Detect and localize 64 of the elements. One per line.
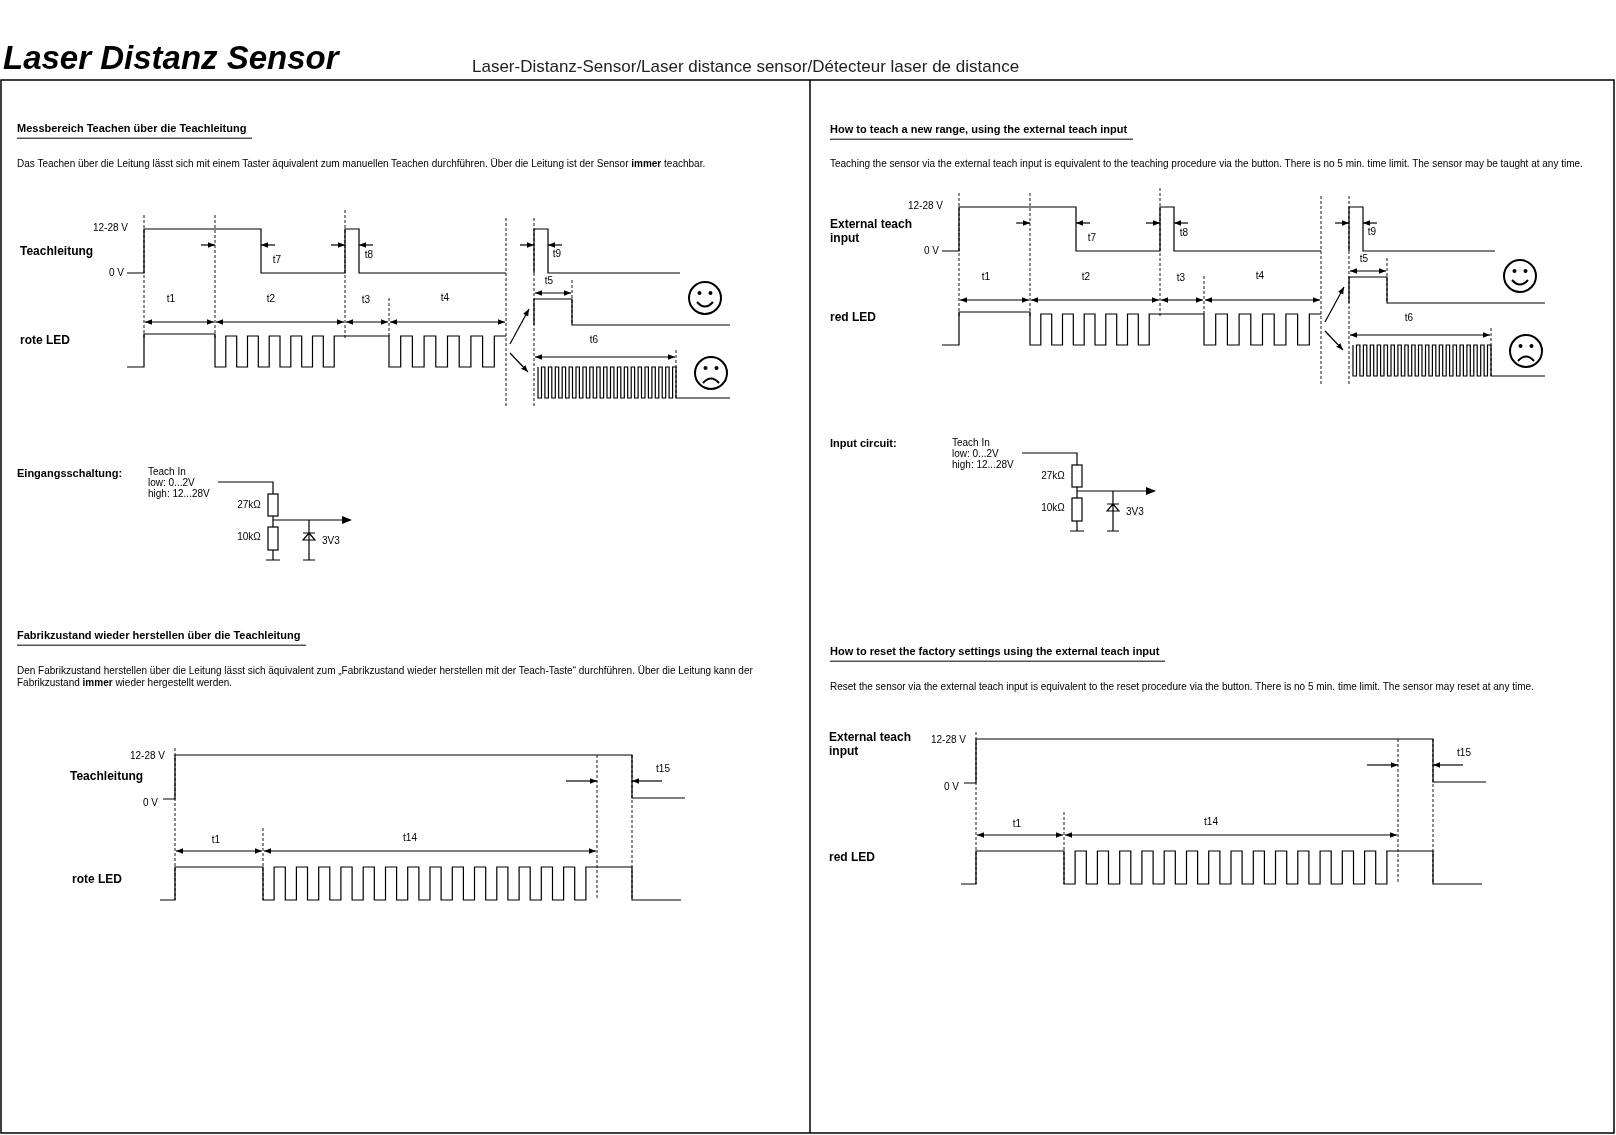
diode-label: 3V3 [322, 535, 340, 547]
input-note: Teach In [148, 466, 186, 478]
page-title: Laser Distanz Sensor [3, 39, 339, 77]
diode-label: 3V3 [1126, 506, 1144, 518]
resistor-value: 10kΩ [1041, 502, 1065, 514]
timing-label: t9 [552, 248, 562, 260]
signal-name: rote LED [72, 873, 123, 887]
resistor-value: 27kΩ [237, 499, 261, 511]
circuit-heading: Input circuit: [830, 436, 897, 450]
input-note: low: 0...2V [148, 477, 195, 489]
timing-label: t2 [266, 293, 276, 305]
voltage-label: 0 V [944, 781, 959, 793]
resistor-value: 27kΩ [1041, 470, 1065, 482]
paragraph: Reset the sensor via the external teach input is equivalent to the reset procedure via the button. There is no 5 min. time limit. The sensor may reset at any time. [830, 681, 1535, 693]
signal-name: red LED [830, 311, 877, 325]
section-heading: How to teach a new range, using the external teach input [830, 122, 1134, 140]
voltage-label: 12-28 V [907, 200, 943, 212]
timing-label: t5 [544, 275, 554, 287]
circuit-heading: Eingangsschaltung: [17, 466, 123, 480]
timing-label: t1 [211, 834, 221, 846]
signal-name: External teach input [829, 731, 913, 759]
timing-label: t14 [1204, 816, 1218, 828]
input-note: high: 12...28V [148, 488, 210, 500]
input-note: high: 12...28V [952, 459, 1014, 471]
paragraph: Teaching the sensor via the external teach input is equivalent to the teaching procedure via the button. There is no 5 min. time limit. The sensor may be taught at any time. [830, 158, 1584, 170]
paragraph: Den Fabrikzustand herstellen über die Leitung lässt sich äquivalent zum „Fabrikzustand wieder herstellen mit der Teach-Taste“ durchführen. Über die Leitung kann der Fabrikzustand immer wieder hergestellt werden. [17, 665, 754, 689]
timing-label: t9 [1367, 226, 1377, 238]
signal-name: Teachleitung [20, 245, 95, 259]
timing-label: t8 [1179, 227, 1189, 239]
timing-label: t4 [440, 292, 450, 304]
voltage-label: 0 V [924, 245, 939, 257]
input-note: Teach In [952, 437, 990, 449]
timing-label: t7 [272, 254, 282, 266]
timing-label: t6 [589, 334, 599, 346]
signal-name: rote LED [20, 334, 71, 348]
voltage-label: 0 V [143, 797, 158, 809]
voltage-label: 12-28 V [129, 750, 165, 762]
voltage-label: 12-28 V [92, 222, 128, 234]
timing-label: t3 [1176, 272, 1186, 284]
timing-label: t6 [1404, 312, 1414, 324]
timing-label: t5 [1359, 253, 1369, 265]
timing-label: t8 [364, 249, 374, 261]
paragraph: Das Teachen über die Leitung lässt sich mit einem Taster äquivalent zum manuellen Teachen durchführen. Über die Leitung ist der Sensor immer teachbar. [17, 158, 707, 170]
timing-label: t15 [1457, 747, 1471, 759]
voltage-label: 12-28 V [930, 734, 966, 746]
input-note: low: 0...2V [952, 448, 999, 460]
timing-label: t4 [1255, 270, 1265, 282]
section-heading: Messbereich Teachen über die Teachleitung [17, 121, 253, 139]
timing-label: t3 [361, 294, 371, 306]
signal-name: Teachleitung [70, 770, 145, 784]
resistor-value: 10kΩ [237, 531, 261, 543]
timing-label: t1 [166, 293, 176, 305]
timing-label: t14 [403, 832, 417, 844]
timing-label: t15 [656, 763, 670, 775]
timing-label: t1 [981, 271, 991, 283]
timing-label: t7 [1087, 232, 1097, 244]
section-heading: Fabrikzustand wieder herstellen über die Teachleitung [17, 628, 307, 646]
voltage-label: 0 V [109, 267, 124, 279]
signal-name: External teach input [830, 218, 914, 246]
timing-label: t1 [1012, 818, 1022, 830]
subtitle: Laser-Distanz-Sensor/Laser distance sensor/Détecteur laser de distance [472, 57, 1020, 77]
timing-label: t2 [1081, 271, 1091, 283]
section-heading: How to reset the factory settings using the external teach input [830, 644, 1166, 662]
signal-name: red LED [829, 851, 876, 865]
